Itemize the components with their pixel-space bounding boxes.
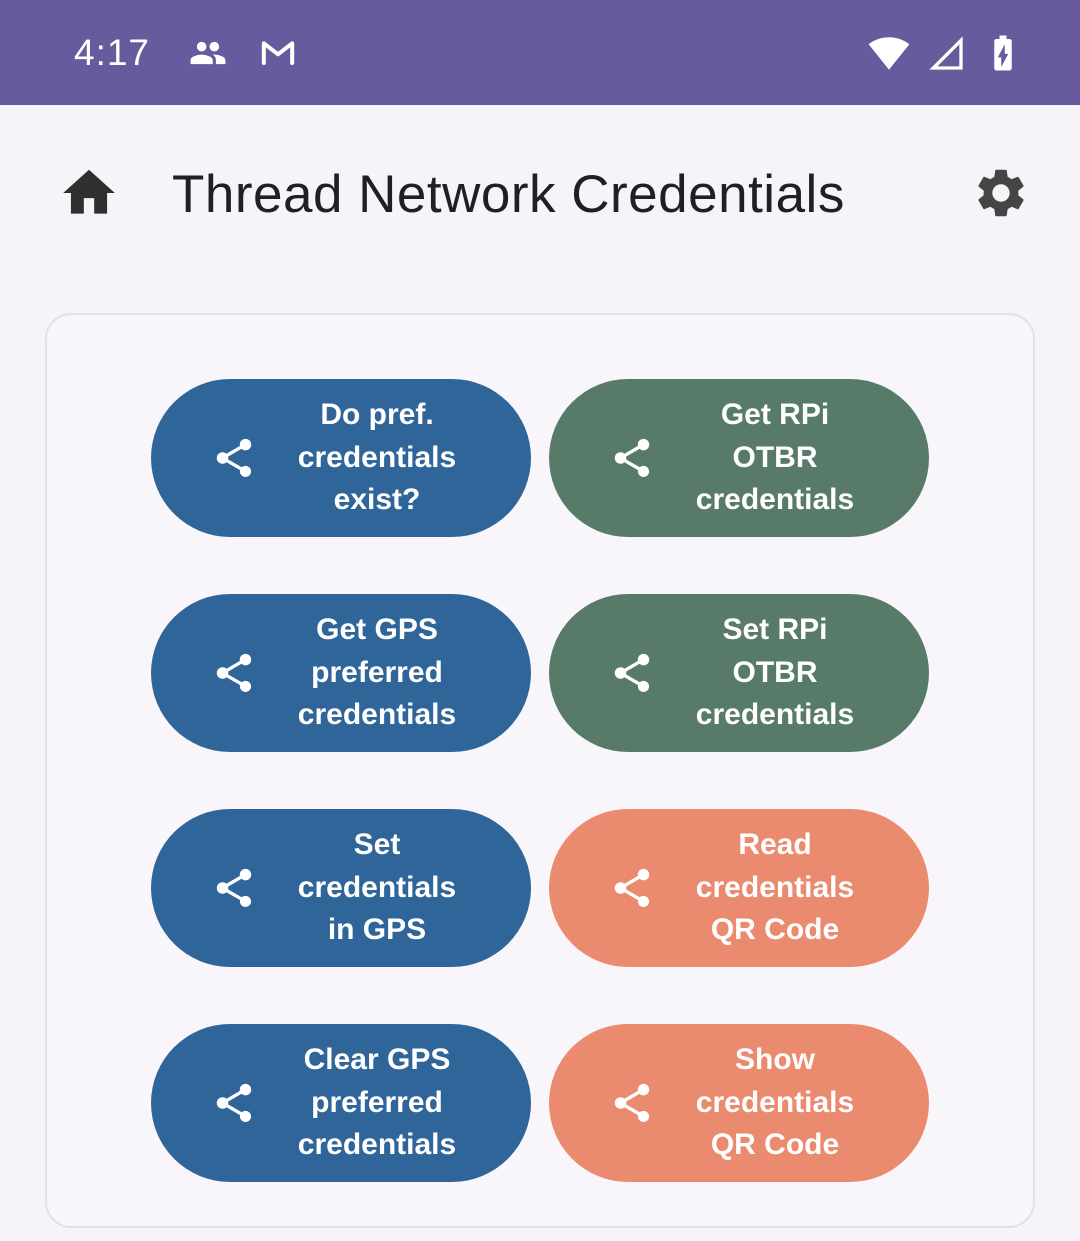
get-gps-preferred-credentials-button[interactable]: Get GPS preferred credentials [151, 594, 531, 752]
status-left-icons [186, 33, 298, 73]
do-pref-credentials-exist-button[interactable]: Do pref. credentials exist? [151, 379, 531, 537]
show-credentials-qr-code-button[interactable]: Show credentials QR Code [549, 1024, 929, 1182]
clear-gps-preferred-credentials-button[interactable]: Clear GPS preferred credentials [151, 1024, 531, 1182]
share-icon [609, 1080, 655, 1126]
set-credentials-in-gps-button[interactable]: Set credentials in GPS [151, 809, 531, 967]
get-rpi-otbr-credentials-button[interactable]: Get RPi OTBR credentials [549, 379, 929, 537]
share-icon [609, 435, 655, 481]
share-icon [609, 865, 655, 911]
set-rpi-otbr-credentials-button[interactable]: Set RPi OTBR credentials [549, 594, 929, 752]
actions-grid: Do pref. credentials exist? Get RPi OTBR… [47, 379, 1033, 1182]
read-credentials-qr-code-button[interactable]: Read credentials QR Code [549, 809, 929, 967]
button-label: Get RPi OTBR credentials [695, 398, 855, 517]
settings-button[interactable] [972, 164, 1030, 225]
signal-icon [926, 33, 966, 73]
people-icon [186, 34, 230, 72]
actions-card: Do pref. credentials exist? Get RPi OTBR… [45, 313, 1035, 1228]
gmail-icon [258, 33, 298, 73]
share-icon [609, 650, 655, 696]
status-bar: 4:17 [0, 0, 1080, 105]
button-label: Set RPi OTBR credentials [695, 613, 855, 732]
wifi-icon [868, 32, 910, 74]
status-right-icons [868, 30, 1024, 76]
share-icon [211, 1080, 257, 1126]
button-label: Set credentials in GPS [297, 828, 457, 947]
button-label: Clear GPS preferred credentials [297, 1043, 457, 1162]
battery-charging-icon [982, 30, 1024, 76]
app-bar: Thread Network Credentials [0, 105, 1080, 283]
home-icon [58, 162, 120, 227]
button-label: Show credentials QR Code [695, 1043, 855, 1162]
share-icon [211, 650, 257, 696]
page-title: Thread Network Credentials [172, 164, 845, 224]
share-icon [211, 865, 257, 911]
button-label: Get GPS preferred credentials [297, 613, 457, 732]
share-icon [211, 435, 257, 481]
button-label: Read credentials QR Code [695, 828, 855, 947]
settings-gear-icon [972, 164, 1030, 225]
status-time: 4:17 [74, 31, 151, 73]
home-button[interactable] [58, 162, 120, 227]
button-label: Do pref. credentials exist? [297, 398, 457, 517]
